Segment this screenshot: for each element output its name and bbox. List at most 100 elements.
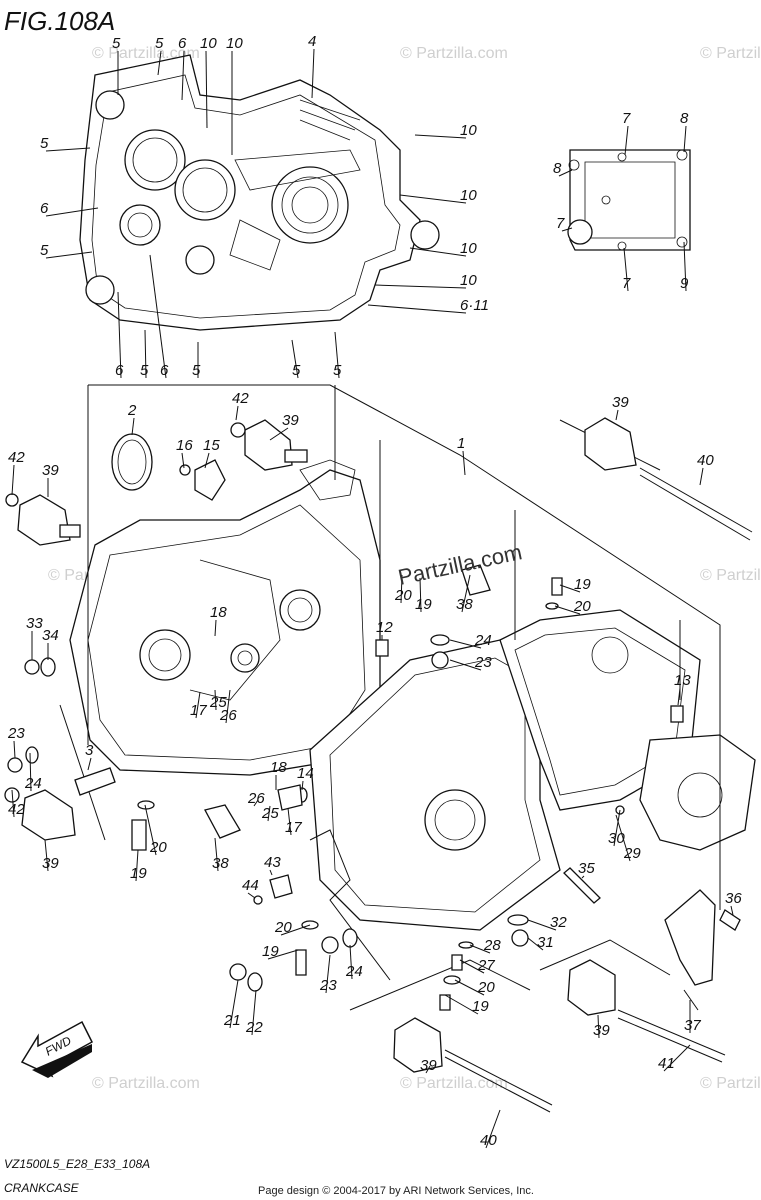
callout-label: 5 [155, 35, 164, 52]
leader-line [559, 584, 581, 593]
callout-label: 6 [115, 362, 124, 379]
fasteners [4, 417, 753, 1113]
callout-label: 17 [190, 702, 207, 719]
callout-label: 39 [420, 1057, 437, 1074]
leader-line [469, 944, 491, 954]
callout-label: 19 [472, 998, 489, 1015]
partzilla-watermark: Partzilla.com [396, 539, 524, 590]
leader-line [157, 50, 162, 76]
fwd-arrow: FWD [20, 1020, 93, 1078]
callout-label: 19 [130, 865, 147, 882]
leader-line [287, 807, 292, 836]
callout-label: 24 [24, 775, 42, 792]
leader-line [419, 577, 422, 613]
callout-label: 20 [274, 919, 292, 936]
callout-label: 18 [210, 604, 227, 621]
callout-label: 5 [40, 242, 49, 259]
leader-line [374, 284, 467, 289]
callout-label: 10 [460, 187, 477, 204]
callout-label: 32 [550, 914, 567, 931]
callout-label: 36 [725, 890, 742, 907]
callout-label: 23 [474, 654, 492, 671]
callout-label: 5 [192, 362, 201, 379]
callout-label: 15 [203, 437, 220, 454]
callout-label: 6·11 [460, 297, 489, 314]
callout-label: 22 [245, 1019, 263, 1036]
leader-line [251, 989, 257, 1036]
callout-label: 23 [319, 977, 337, 994]
leader-line [367, 304, 467, 314]
callout-label: 4 [308, 33, 316, 50]
callout-label: 29 [623, 845, 641, 862]
leader-line [204, 452, 210, 469]
watermark: © Partzilla.com [700, 45, 761, 62]
figure-name: CRANKCASE [4, 1181, 80, 1195]
callout-label: 7 [622, 110, 631, 127]
leader-line [214, 619, 217, 637]
leader-line [280, 924, 311, 936]
callout-label: 6 [160, 362, 169, 379]
callout-label: 17 [285, 819, 302, 836]
leader-line [462, 450, 466, 476]
callout-label: 7 [556, 215, 565, 232]
callout-label: 43 [264, 854, 281, 871]
callout-label: 25 [209, 694, 227, 711]
leader-line [554, 605, 581, 615]
leader-line [29, 752, 32, 792]
callout-label: 1 [457, 435, 465, 452]
callout-label: 27 [477, 957, 495, 974]
callout-label: 42 [232, 390, 249, 407]
leader-line [399, 194, 467, 204]
callout-label: 20 [149, 839, 167, 856]
leader-line [44, 839, 49, 872]
leader-line [699, 467, 704, 486]
callout-label: 23 [7, 725, 25, 742]
leader-line [683, 125, 687, 153]
leader-line [527, 919, 557, 931]
callout-label: 12 [376, 619, 393, 636]
callout-label: 2 [127, 402, 137, 419]
leader-line [663, 1044, 691, 1072]
leader-line [13, 740, 16, 759]
leader-line [334, 331, 340, 379]
callout-label: 21 [223, 1012, 241, 1029]
leader-line [291, 339, 299, 379]
watermark: © Partzilla.com [400, 1075, 508, 1092]
leader-line [235, 405, 239, 421]
callout-label: 39 [42, 855, 59, 872]
callout-label: 31 [537, 934, 554, 951]
callout-label: 19 [574, 576, 591, 593]
callout-label: 3 [85, 742, 94, 759]
cover-plate-view [567, 149, 691, 251]
leader-line [400, 574, 403, 604]
leader-line [615, 814, 631, 862]
right-crankcase-half [309, 609, 756, 931]
callout-label: 38 [212, 855, 229, 872]
watermark: © Partzilla.com [700, 567, 761, 584]
callout-label: 10 [460, 272, 477, 289]
leader-line [11, 464, 15, 496]
left-crankcase-half [69, 459, 381, 776]
callout-label: 10 [200, 35, 217, 52]
leader-line [613, 809, 621, 847]
leader-line [45, 251, 93, 259]
leader-line [414, 134, 467, 139]
leader-line [131, 417, 135, 436]
callout-label: 39 [612, 394, 629, 411]
callout-label: 39 [42, 462, 59, 479]
callout-label: 24 [474, 632, 492, 649]
leader-line [558, 169, 573, 177]
callout-label: 39 [593, 1022, 610, 1039]
leader-line [449, 659, 482, 671]
figure-code: VZ1500L5_E28_E33_108A [4, 1157, 150, 1171]
callout-label: 8 [680, 110, 689, 127]
leader-line [561, 227, 573, 232]
leader-line [730, 905, 734, 916]
leader-line [459, 959, 485, 974]
leader-line [181, 50, 185, 101]
leader-line [449, 639, 482, 649]
callout-label: 30 [608, 830, 625, 847]
callout-label: 39 [282, 412, 299, 429]
callout-label: 5 [40, 135, 49, 152]
callout-label: 14 [297, 765, 314, 782]
